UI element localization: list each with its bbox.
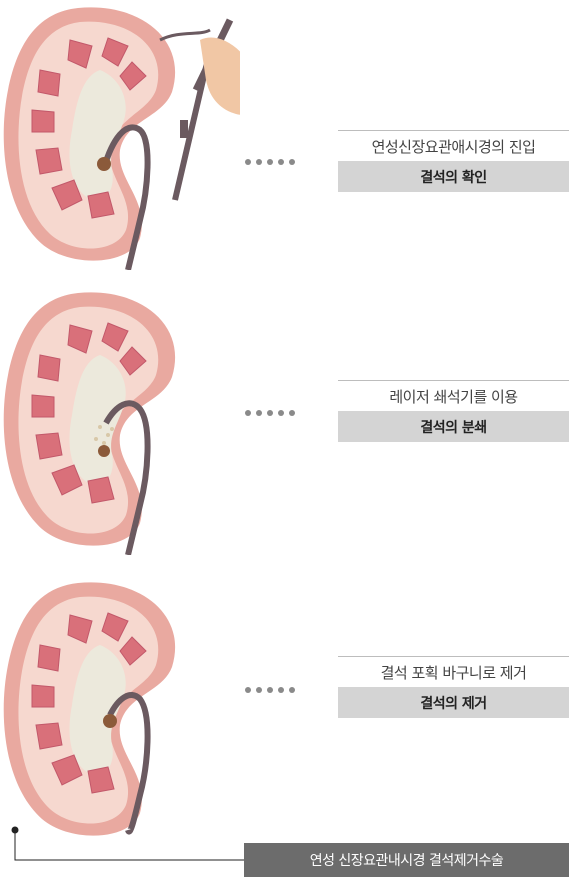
connector-dots-step-1	[245, 159, 295, 165]
kidney-illustration-step-3	[0, 575, 240, 845]
kidney-illustration-step-1	[0, 0, 240, 270]
step-2-title: 결석의 분쇄	[338, 411, 569, 442]
step-3-description: 결석 포획 바구니로 제거	[338, 656, 569, 687]
connector-dots-step-3	[245, 687, 295, 693]
stone-icon	[98, 445, 110, 457]
step-1-title: 결석의 확인	[338, 161, 569, 192]
step-2-description: 레이저 쇄석기를 이용	[338, 380, 569, 411]
stone-icon	[97, 157, 111, 171]
hand-icon	[200, 37, 240, 114]
footer-connector	[0, 820, 260, 870]
footer-caption: 연성 신장요관내시경 결석제거수술	[244, 843, 569, 877]
step-1-description: 연성신장요관애시경의 진입	[338, 130, 569, 161]
connector-dots-step-2	[245, 410, 295, 416]
kidney-illustration-step-2	[0, 285, 240, 555]
step-3-label: 결석 포획 바구니로 제거 결석의 제거	[338, 656, 569, 718]
step-1-label: 연성신장요관애시경의 진입 결석의 확인	[338, 130, 569, 192]
stone-basket-icon	[103, 714, 117, 728]
step-2-label: 레이저 쇄석기를 이용 결석의 분쇄	[338, 380, 569, 442]
step-3-title: 결석의 제거	[338, 687, 569, 718]
